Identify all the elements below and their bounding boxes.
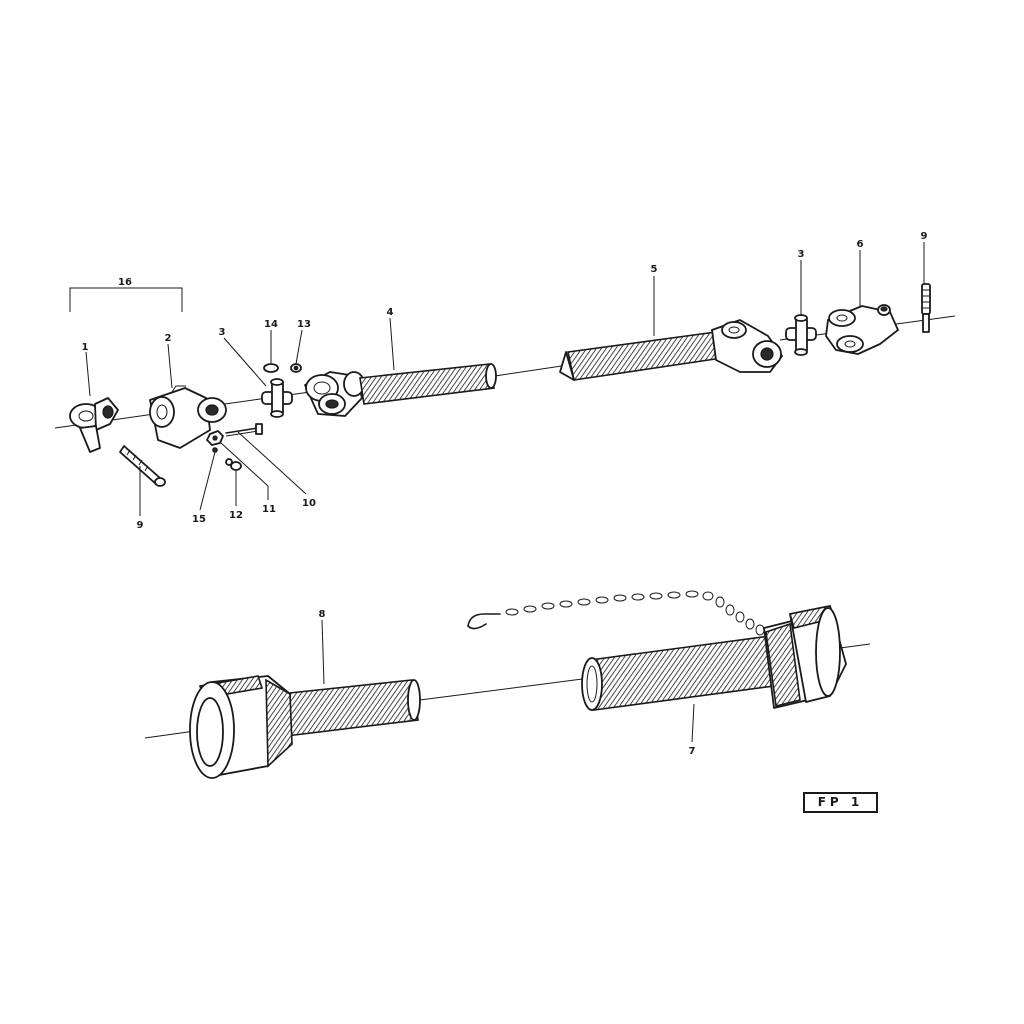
callout-4: 4 <box>387 307 394 318</box>
part-8-guard-half <box>189 675 421 779</box>
callout-labels: 16 1 2 3 14 13 4 5 3 6 9 9 15 12 11 10 8… <box>82 231 928 757</box>
figure-code-box: FP 1 <box>803 792 878 813</box>
part-11-nut <box>206 430 224 446</box>
part-15-ball <box>212 447 218 453</box>
part-9-pin-left <box>119 445 166 487</box>
part-14-ring <box>263 363 279 373</box>
part-3-cross-journal-left <box>261 378 293 418</box>
callout-11: 11 <box>262 504 276 515</box>
callout-9-right: 9 <box>921 231 928 242</box>
callout-3-left: 3 <box>219 327 226 338</box>
callout-1: 1 <box>82 342 89 353</box>
callout-2: 2 <box>165 333 172 344</box>
part-13-nipple <box>290 363 302 373</box>
callout-6: 6 <box>857 239 864 250</box>
callout-3-right: 3 <box>798 249 805 260</box>
callout-13: 13 <box>297 319 311 330</box>
part-4-inner-tube-yoke <box>304 363 497 417</box>
callout-9-left: 9 <box>137 520 144 531</box>
figure-code: FP 1 <box>817 795 864 809</box>
callout-12: 12 <box>229 510 243 521</box>
part-3-cross-journal-right <box>785 314 817 356</box>
part-7-guard-half <box>581 605 847 711</box>
leader-lines <box>69 242 925 743</box>
callout-15: 15 <box>192 514 206 525</box>
part-1-yoke <box>69 397 119 453</box>
callout-7: 7 <box>689 746 696 757</box>
callout-14: 14 <box>264 319 278 330</box>
callout-8: 8 <box>319 609 326 620</box>
part-6-yoke <box>825 304 899 355</box>
callout-16: 16 <box>118 277 132 288</box>
callout-5: 5 <box>651 264 658 275</box>
part-9-pin-right <box>921 283 931 333</box>
part-10-bolt <box>225 423 263 437</box>
part-12-nipple <box>225 458 242 471</box>
callout-10: 10 <box>302 498 316 509</box>
part-5-outer-tube-yoke <box>559 319 783 381</box>
safety-chain <box>467 590 765 636</box>
part-2-flange-yoke <box>149 385 227 449</box>
lower-axis-line <box>144 643 871 739</box>
